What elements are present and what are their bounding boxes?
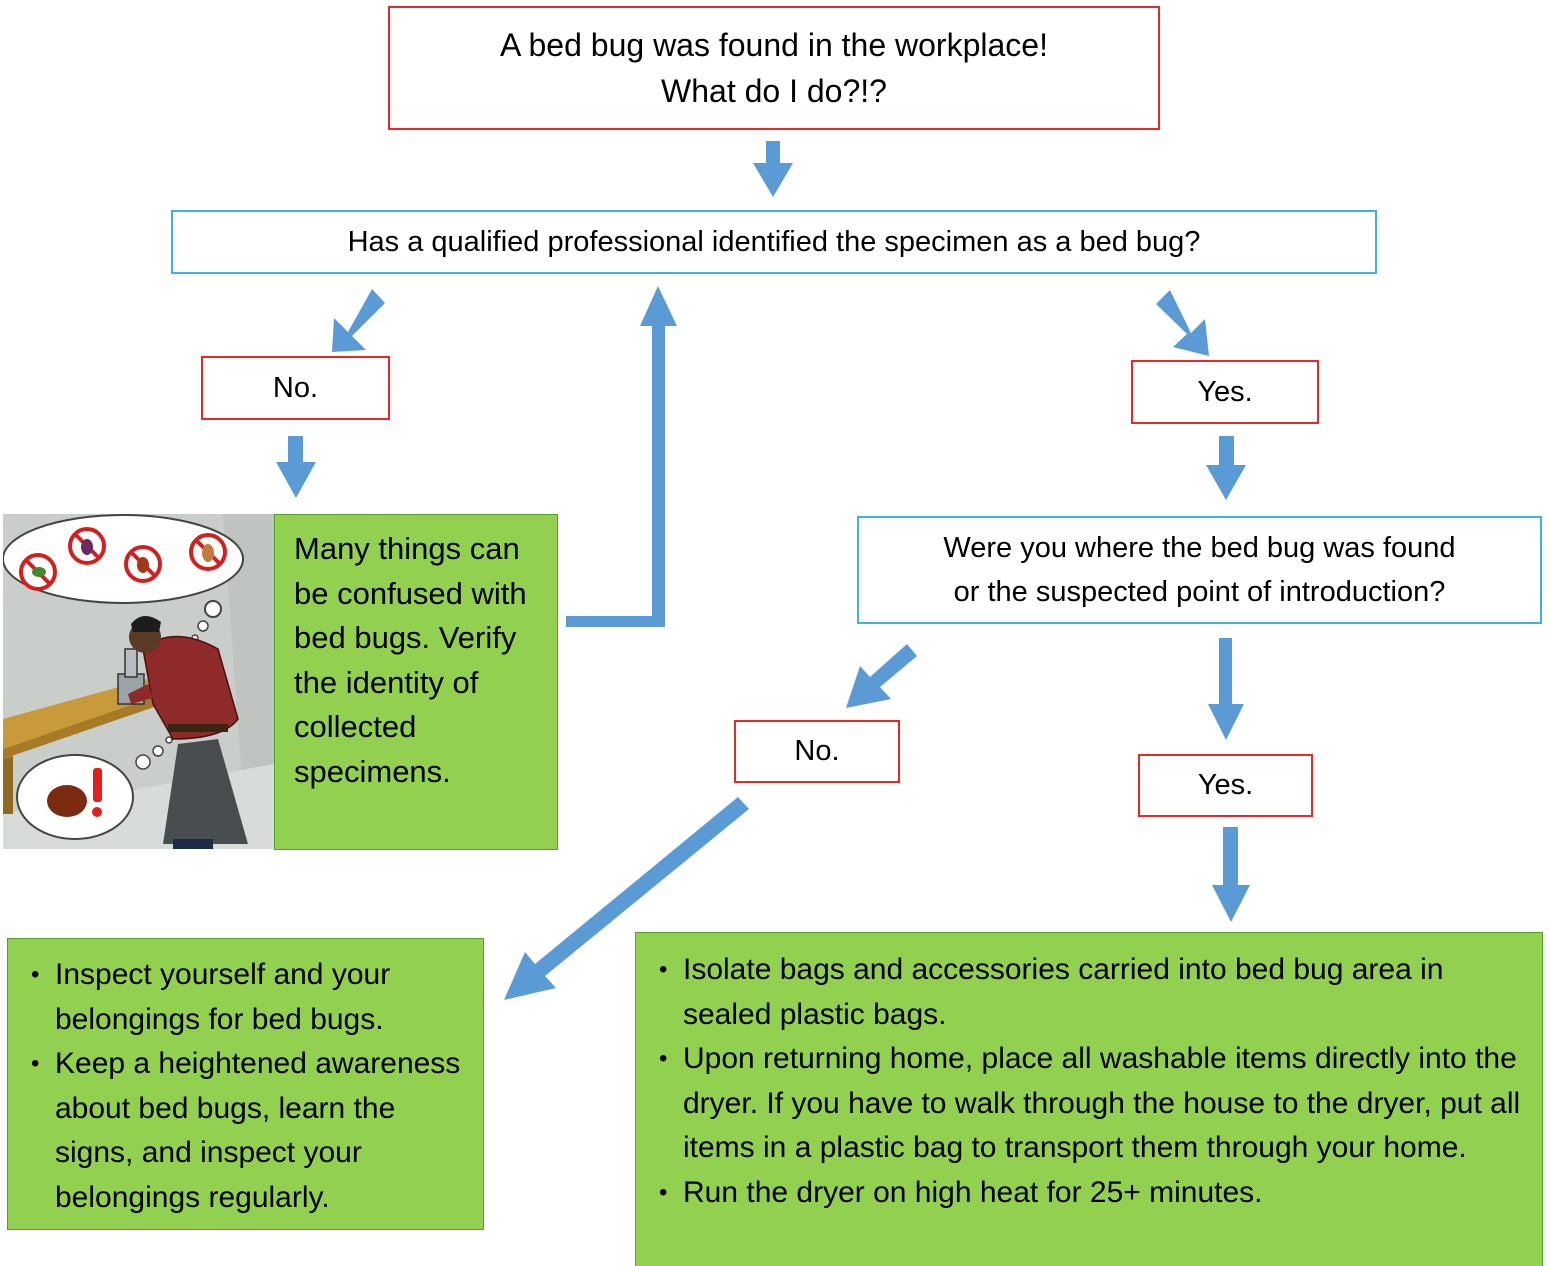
question-1-text: Has a qualified professional identified … — [347, 225, 1201, 258]
answer-no-1-label: No. — [272, 371, 319, 404]
arrow-start-to-question — [753, 141, 793, 197]
question-2-box: Were you where the bed bug was found or … — [857, 516, 1542, 624]
microscope-illustration — [3, 514, 274, 849]
yes-actions-list: Isolate bags and accessories carried int… — [653, 948, 1536, 1215]
answer-no-2-label: No. — [794, 735, 840, 767]
answer-yes-2-box: Yes. — [1138, 754, 1313, 817]
yes-action-item: Run the dryer on high heat for 25+ minut… — [653, 1171, 1536, 1216]
start-line-1: A bed bug was found in the workplace! — [500, 27, 1048, 63]
arrow-loop-back — [566, 286, 677, 627]
yes-action-item: Isolate bags and accessories carried int… — [653, 948, 1536, 1037]
no-actions-box: Inspect yourself and your belongings for… — [7, 938, 484, 1230]
arrow-yes-to-question2 — [1206, 436, 1246, 500]
arrow-question-to-no — [332, 289, 385, 352]
arrow-question2-to-no — [846, 644, 917, 708]
answer-yes-2-label: Yes. — [1197, 769, 1254, 801]
no-action-item: Keep a heightened awareness about bed bu… — [25, 1042, 475, 1220]
start-line-2: What do I do?!? — [661, 73, 887, 109]
no-actions-list: Inspect yourself and your belongings for… — [25, 953, 475, 1220]
arrow-yes2-to-actions — [1212, 827, 1250, 922]
answer-no-2-box: No. — [734, 720, 900, 783]
yes-action-item: Upon returning home, place all washable … — [653, 1037, 1536, 1171]
question-2-line-1: Were you where the bed bug was found — [943, 532, 1456, 564]
start-box: A bed bug was found in the workplace! Wh… — [388, 6, 1160, 130]
answer-yes-1-box: Yes. — [1131, 360, 1319, 424]
arrow-question-to-yes — [1156, 290, 1209, 356]
arrow-no2-to-actions — [504, 797, 749, 1000]
question-2-line-2: or the suspected point of introduction? — [953, 576, 1446, 608]
yes-actions-box: Isolate bags and accessories carried int… — [635, 932, 1543, 1266]
answer-no-1-box: No. — [201, 356, 390, 420]
identify-text: Many things can be confused with bed bug… — [294, 531, 527, 789]
identify-box: Many things can be confused with bed bug… — [274, 514, 558, 850]
microscope-person-image — [3, 514, 274, 849]
no-action-item: Inspect yourself and your belongings for… — [25, 953, 475, 1042]
arrow-question2-to-yes — [1208, 638, 1244, 740]
arrow-no-to-identify — [276, 436, 316, 498]
answer-yes-1-label: Yes. — [1197, 375, 1253, 408]
question-1-box: Has a qualified professional identified … — [171, 210, 1377, 274]
